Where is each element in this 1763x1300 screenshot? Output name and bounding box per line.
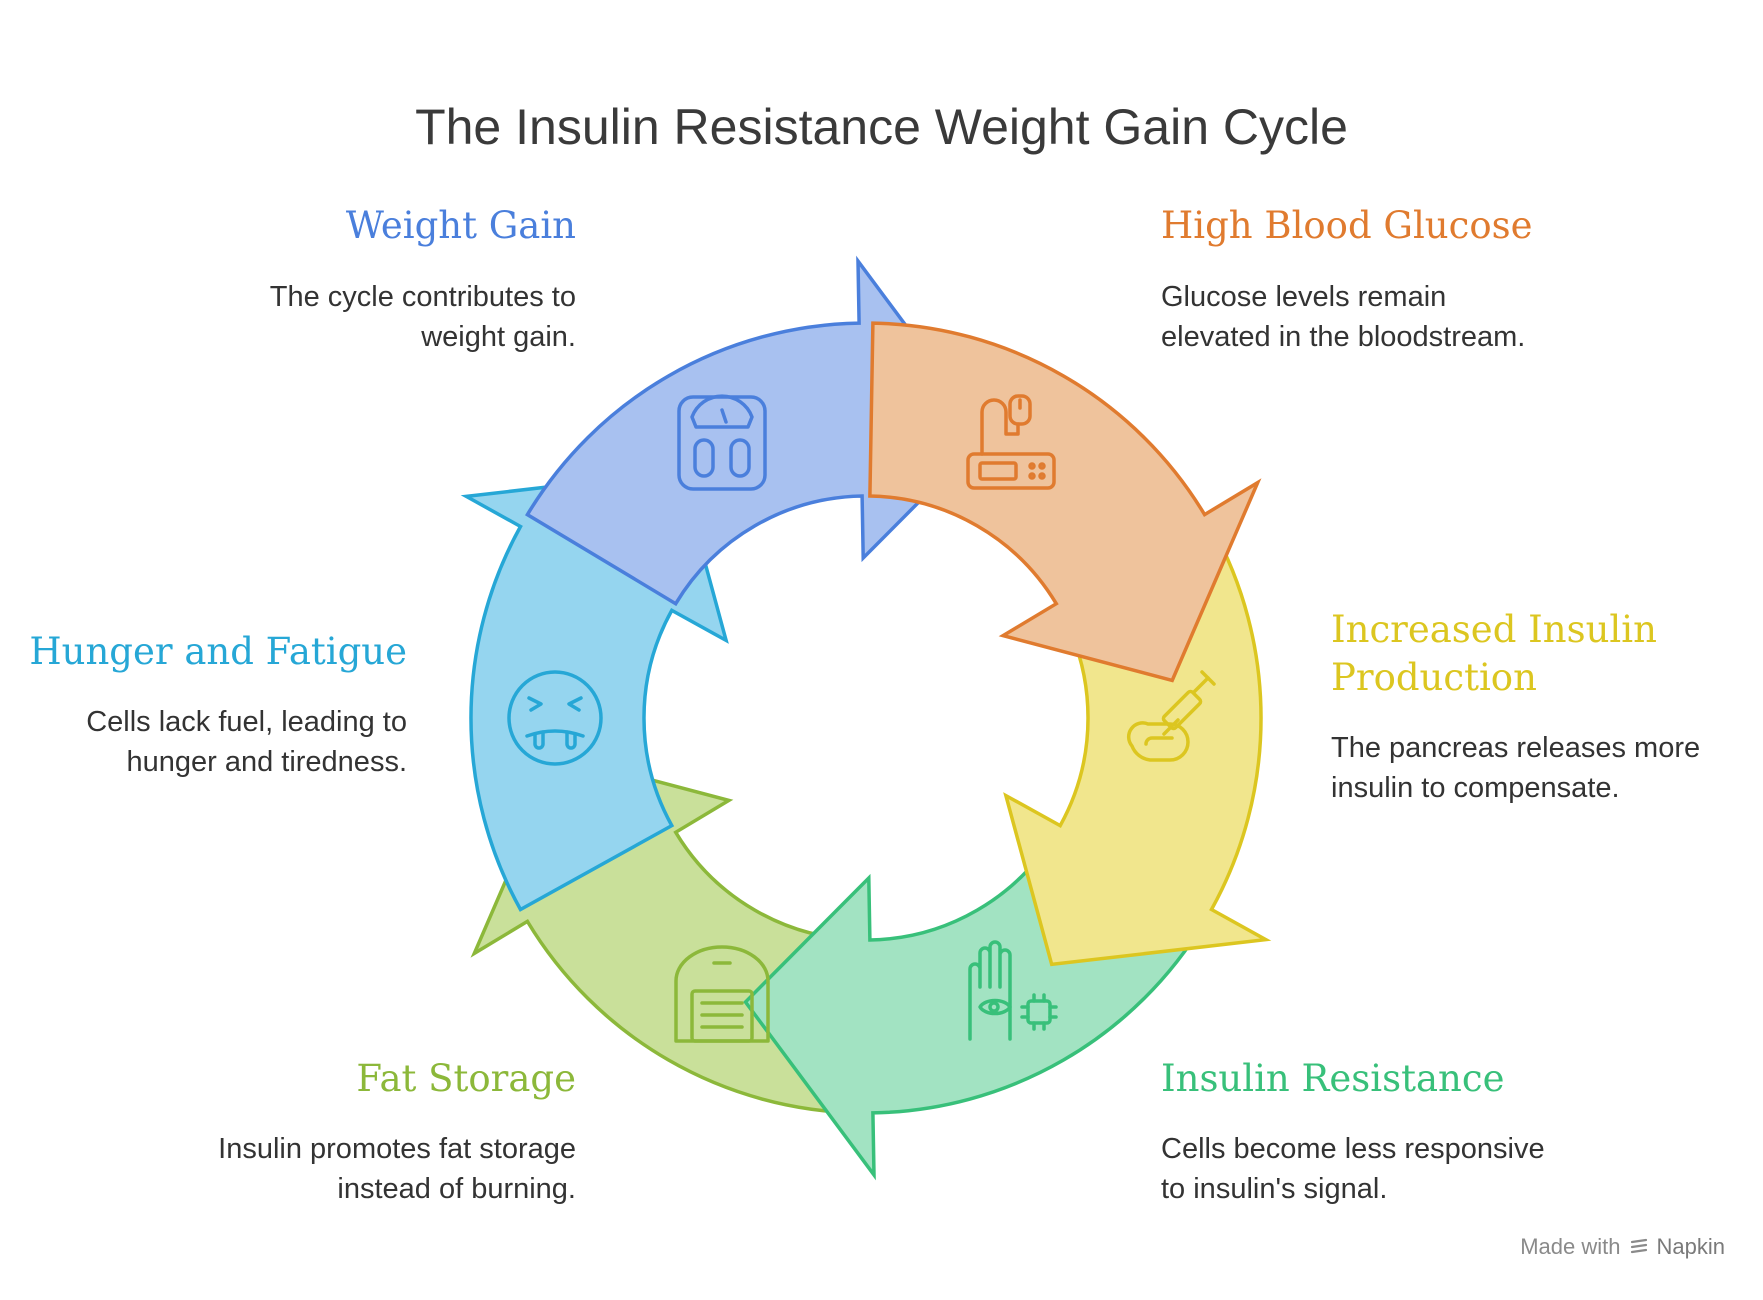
- diagram-title: The Insulin Resistance Weight Gain Cycle: [415, 99, 1348, 155]
- stage-title-high-blood-glucose: High Blood Glucose: [1161, 204, 1533, 247]
- stage-desc-fat-storage: Insulin promotes fat storage instead of …: [218, 1133, 576, 1205]
- stage-title-insulin-resistance: Insulin Resistance: [1161, 1057, 1505, 1100]
- stage-title-increased-insulin-production: Increased Insulin Production: [1331, 608, 1657, 699]
- stage-desc-hunger-and-fatigue: Cells lack fuel, leading to hunger and t…: [86, 706, 407, 778]
- footer-credit: Made with Napkin: [1520, 1234, 1725, 1260]
- hand-cell-icon: [968, 940, 1058, 1041]
- stage-title-weight-gain: Weight Gain: [345, 204, 576, 247]
- stage-desc-weight-gain: The cycle contributes to weight gain.: [269, 281, 576, 353]
- syringe-pancreas-icon: [1126, 670, 1216, 762]
- stage-title-hunger-and-fatigue: Hunger and Fatigue: [29, 630, 407, 673]
- stage-desc-increased-insulin-production: The pancreas releases more insulin to co…: [1331, 732, 1701, 804]
- stage-desc-insulin-resistance: Cells become less responsive to insulin'…: [1161, 1133, 1545, 1205]
- scale-icon: [677, 394, 767, 491]
- tired-face-icon: [507, 670, 603, 766]
- napkin-brand-text: Napkin: [1656, 1234, 1725, 1259]
- made-with-text: Made with: [1520, 1234, 1621, 1259]
- glucose-monitor-icon: [966, 394, 1056, 490]
- stage-title-fat-storage: Fat Storage: [356, 1057, 576, 1100]
- storage-icon: [674, 945, 770, 1043]
- stage-desc-high-blood-glucose: Glucose levels remain elevated in the bl…: [1161, 281, 1526, 353]
- cycle-arrow-increased-insulin-production: [1003, 524, 1272, 967]
- cycle-arrow-high-blood-glucose: [868, 321, 1262, 683]
- napkin-logo-icon: [1630, 1238, 1647, 1254]
